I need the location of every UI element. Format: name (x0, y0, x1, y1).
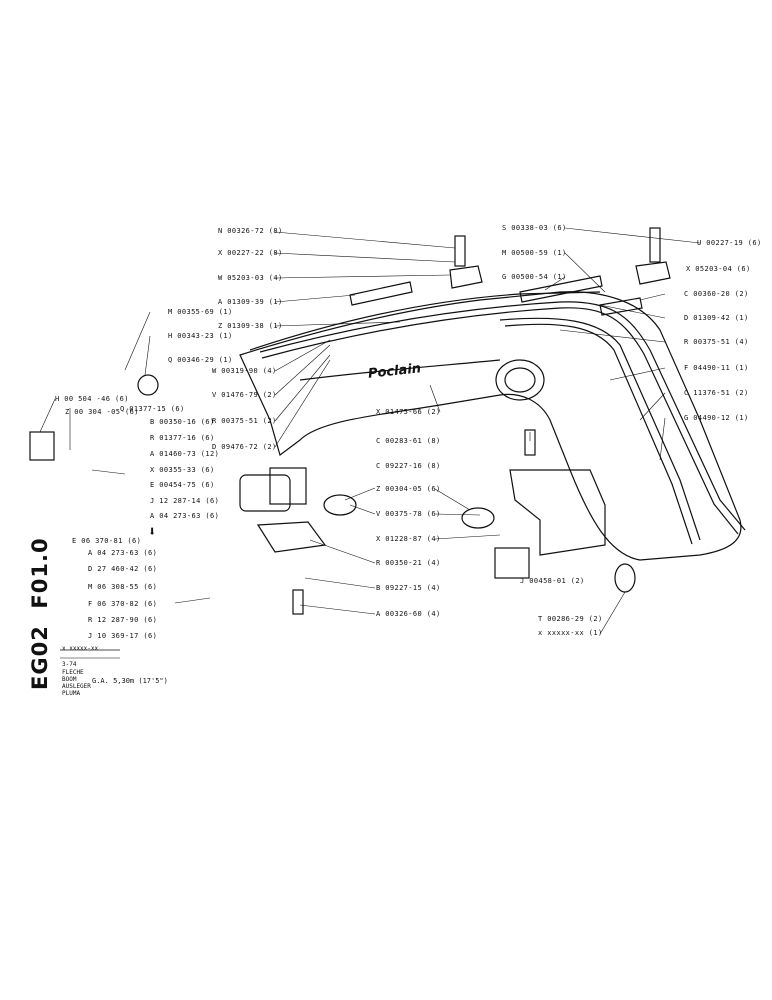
callout-label: Z 00304-05 (6) (376, 485, 441, 493)
callout-label: R 12 287-90 (6) (88, 616, 158, 624)
callout-label: T 00286-29 (2) (538, 615, 603, 623)
callout-label: G 00500-54 (1) (502, 273, 567, 281)
mounting-bracket (509, 469, 606, 556)
block-fitting-left (29, 431, 55, 461)
callout-label: R 00375-51 (2) (212, 417, 277, 425)
callout-label: A 04 273-63 (6) (88, 549, 158, 557)
title-spec: G.A. 5,30m (17'5") (92, 677, 168, 685)
callout-label: A 00326-60 (4) (376, 610, 441, 618)
pin-left (349, 281, 413, 306)
callout-label: C 11376-51 (2) (684, 389, 749, 397)
callout-label: M 00500-59 (1) (502, 249, 567, 257)
callout-label: F 06 370-82 (6) (88, 600, 158, 608)
callout-label: M 06 308-55 (6) (88, 583, 158, 591)
callout-label: B 09227-15 (4) (376, 584, 441, 592)
valve-block (239, 474, 291, 512)
boom-top-edge (249, 291, 601, 351)
callout-label: X 01475-66 (2) (376, 408, 441, 416)
callout-label: X 05203-04 (6) (686, 265, 751, 273)
callout-label: Z 00 304 -05 (6) (65, 408, 139, 416)
callout-label: E 00454-75 (6) (150, 481, 215, 489)
bolt-top-left (454, 235, 466, 267)
callout-label: C 09227-16 (8) (376, 462, 441, 470)
callout-label: C 00360-20 (2) (684, 290, 749, 298)
callout-label: W 05203-03 (4) (218, 274, 283, 282)
callout-label: H 00343-23 (1) (168, 332, 233, 340)
sheet-code: EG02 F01.0 (28, 537, 52, 690)
callout-label: W 00319-90 (4) (212, 367, 277, 375)
callout-label: B 00350-16 (6) (150, 418, 215, 426)
callout-label: E 06 370-81 (6) (72, 537, 142, 545)
callout-label: A 01460-73 (12) (150, 450, 220, 458)
callout-label: C 00283-61 (8) (376, 437, 441, 445)
callout-label: A 01309-39 (1) (218, 298, 283, 306)
title-date: 3-74 (62, 661, 77, 668)
callout-label: X 00355-33 (6) (150, 466, 215, 474)
boom-lower-edge (299, 359, 501, 381)
block-fitting-right (494, 547, 530, 579)
callout-label: R 00375-51 (4) (684, 338, 749, 346)
boom-body (239, 291, 742, 561)
callout-label: X 01228-87 (4) (376, 535, 441, 543)
callout-label: D 27 460-42 (6) (88, 565, 158, 573)
callout-label: H 00 504 -46 (6) (55, 395, 129, 403)
callout-label: R 01377-16 (6) (150, 434, 215, 442)
title-name-en: BOOM (62, 676, 77, 683)
callout-label: U 00227-19 (6) (697, 239, 762, 247)
callout-label: V 01476-79 (2) (212, 391, 277, 399)
callout-label: V 00375-78 (6) (376, 510, 441, 518)
callout-label: x xxxxx-xx (1) (538, 629, 603, 637)
mount-plate-left (256, 521, 327, 553)
arrow-down-icon: ⬇ (148, 524, 156, 540)
callout-label: S 00338-03 (6) (502, 224, 567, 232)
callout-label: J 12 287-14 (6) (150, 497, 220, 505)
callout-label: N 00326-72 (8) (218, 227, 283, 235)
callout-label: J 10 369-17 (6) (88, 632, 158, 640)
callout-label: A 04 273-63 (6) (150, 512, 220, 520)
hydraulic-pipe (259, 301, 746, 531)
title-name-es: PLUMA (62, 690, 81, 697)
pin-right (519, 275, 603, 303)
callout-label: G 04490-12 (1) (684, 414, 749, 422)
title-name-de: AUSLEGER (62, 683, 91, 690)
callout-label: F 04490-11 (1) (684, 364, 749, 372)
clamp-top-right (635, 261, 671, 285)
callout-label: Q 00346-29 (1) (168, 356, 233, 364)
title-name-fr: FLECHE (62, 669, 84, 676)
bolt-top-right (649, 227, 661, 263)
callout-label: J 00458-01 (2) (520, 577, 585, 585)
title-ref: x xxxxx-xx (62, 645, 99, 652)
callout-label: D 09476-72 (2) (212, 443, 277, 451)
callout-label: M 00355-69 (1) (168, 308, 233, 316)
boom-pivot-eye (495, 359, 545, 401)
callout-label: R 00350-21 (4) (376, 559, 441, 567)
clamp-top-left (449, 265, 483, 289)
callout-label: D 01309-42 (1) (684, 314, 749, 322)
callout-label: X 00227-22 (8) (218, 249, 283, 257)
callout-label: Z 01309-38 (1) (218, 322, 283, 330)
callout-label: Q 01377-15 (6) (120, 405, 185, 413)
sleeve (614, 563, 636, 593)
